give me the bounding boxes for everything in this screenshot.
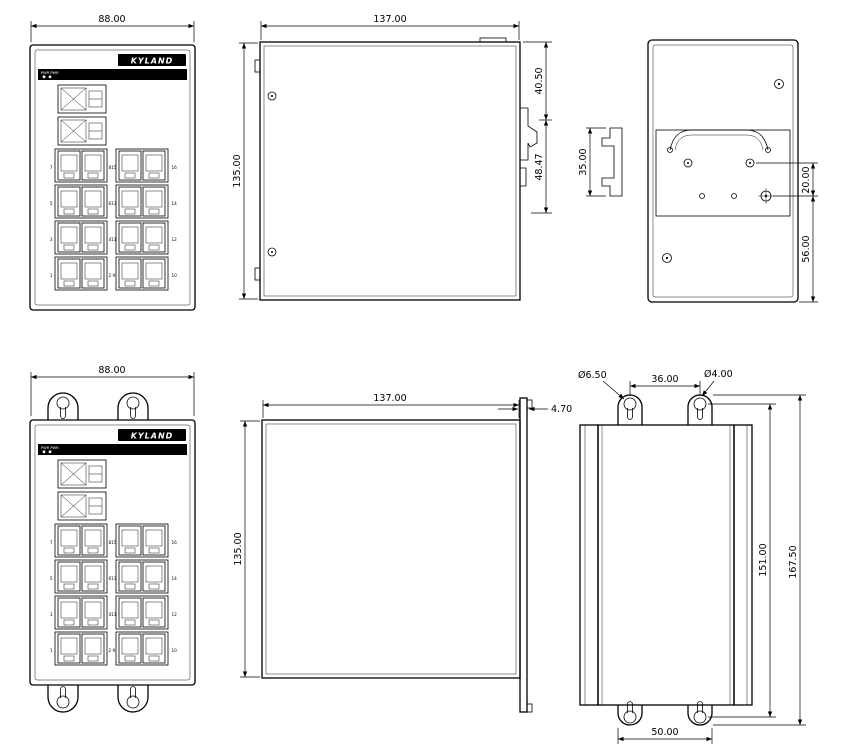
dim-text-hole-offset: 20.00 bbox=[801, 166, 812, 193]
dim-text-flange-thickness: 4.70 bbox=[551, 404, 572, 415]
dim-side-wall-width: 137.00 bbox=[262, 393, 520, 418]
dim-text-width: 137.00 bbox=[373, 393, 406, 404]
dim-rear-wall-hole-small: Ø4.00 bbox=[701, 369, 733, 397]
din-clip bbox=[520, 107, 538, 161]
mount-plate bbox=[597, 424, 735, 706]
din-rail-profile bbox=[601, 127, 623, 197]
dim-rear-wall-plate-height: 167.50 bbox=[713, 394, 806, 726]
mount-ear bbox=[687, 705, 713, 726]
screw bbox=[662, 253, 672, 263]
din-clip-lower bbox=[520, 167, 527, 187]
dim-rear-wall-hole-spacing: 36.00 bbox=[629, 374, 701, 396]
dim-text-height: 135.00 bbox=[233, 532, 244, 565]
dim-text-bottom-width: 50.00 bbox=[651, 727, 678, 738]
wall-flange bbox=[519, 397, 528, 713]
dim-rear-wall-hole-large: Ø6.50 bbox=[578, 370, 625, 400]
dim-side-wall-flange: 4.70 bbox=[498, 404, 572, 415]
dim-side-wall-height: 135.00 bbox=[233, 420, 260, 678]
dim-front-wall-width: 88.00 bbox=[30, 365, 195, 416]
view-side-din: 137.00 135.00 40.50 48.47 35.00 bbox=[232, 14, 623, 301]
dim-side-din-clip-bottom: 48.47 bbox=[531, 120, 552, 214]
dim-side-din-height: 135.00 bbox=[232, 42, 258, 300]
bracket-screw bbox=[745, 158, 755, 168]
mount-ear bbox=[47, 685, 79, 713]
dim-text-clip-top: 40.50 bbox=[534, 67, 545, 94]
dim-rear-din-hole-offset: 20.00 bbox=[756, 162, 818, 197]
dim-text-width: 88.00 bbox=[98, 365, 125, 376]
hinge-tab bbox=[254, 59, 261, 73]
view-front-wall: 88.00 bbox=[30, 365, 195, 713]
mount-ear bbox=[617, 705, 643, 726]
dim-rear-wall-hole-span: 151.00 bbox=[708, 403, 776, 718]
dim-text-hole-small: Ø4.00 bbox=[704, 369, 733, 380]
flange-hook bbox=[526, 399, 533, 409]
view-front-din: 88.00 bbox=[30, 14, 195, 310]
dim-rear-din-bottom-offset: 56.00 bbox=[799, 196, 818, 303]
dim-side-din-width: 137.00 bbox=[260, 14, 520, 40]
dim-text-plate-height: 167.50 bbox=[788, 545, 799, 578]
dim-text-clip-bottom: 48.47 bbox=[534, 153, 545, 180]
dim-front-din-width: 88.00 bbox=[30, 14, 195, 42]
screw bbox=[774, 79, 784, 89]
mount-hole bbox=[699, 193, 705, 199]
view-rear-wall: 36.00 Ø6.50 Ø4.00 151.00 167.50 50.00 bbox=[578, 369, 806, 744]
dim-text-bottom-offset: 56.00 bbox=[801, 235, 812, 262]
bracket-screw bbox=[683, 158, 693, 168]
hinge-tab bbox=[254, 267, 261, 281]
dim-text-rail-height: 35.00 bbox=[578, 148, 589, 175]
screw bbox=[267, 91, 277, 101]
mount-hole bbox=[731, 193, 737, 199]
view-side-wall: 137.00 4.70 135.00 bbox=[233, 393, 572, 713]
dim-text-height: 135.00 bbox=[232, 154, 243, 187]
side-flange bbox=[733, 424, 753, 706]
mount-ear bbox=[117, 685, 149, 713]
mount-ear bbox=[47, 392, 79, 420]
din-bracket-plate bbox=[655, 129, 791, 217]
mount-ear bbox=[117, 392, 149, 420]
dim-text-width: 88.00 bbox=[98, 14, 125, 25]
spring-clip bbox=[669, 129, 769, 151]
dim-text-hole-large: Ø6.50 bbox=[578, 370, 607, 381]
side-flange bbox=[579, 424, 599, 706]
top-tab bbox=[479, 37, 507, 43]
dim-din-rail-height: 35.00 bbox=[578, 127, 606, 197]
flange-hook bbox=[526, 703, 533, 713]
dim-text-hole-spacing: 36.00 bbox=[651, 374, 678, 385]
dim-text-width: 137.00 bbox=[373, 14, 406, 25]
dim-rear-wall-bottom-width: 50.00 bbox=[617, 727, 713, 744]
screw bbox=[267, 247, 277, 257]
view-rear-din: 20.00 56.00 bbox=[647, 39, 818, 303]
dim-text-hole-span: 151.00 bbox=[758, 543, 769, 576]
